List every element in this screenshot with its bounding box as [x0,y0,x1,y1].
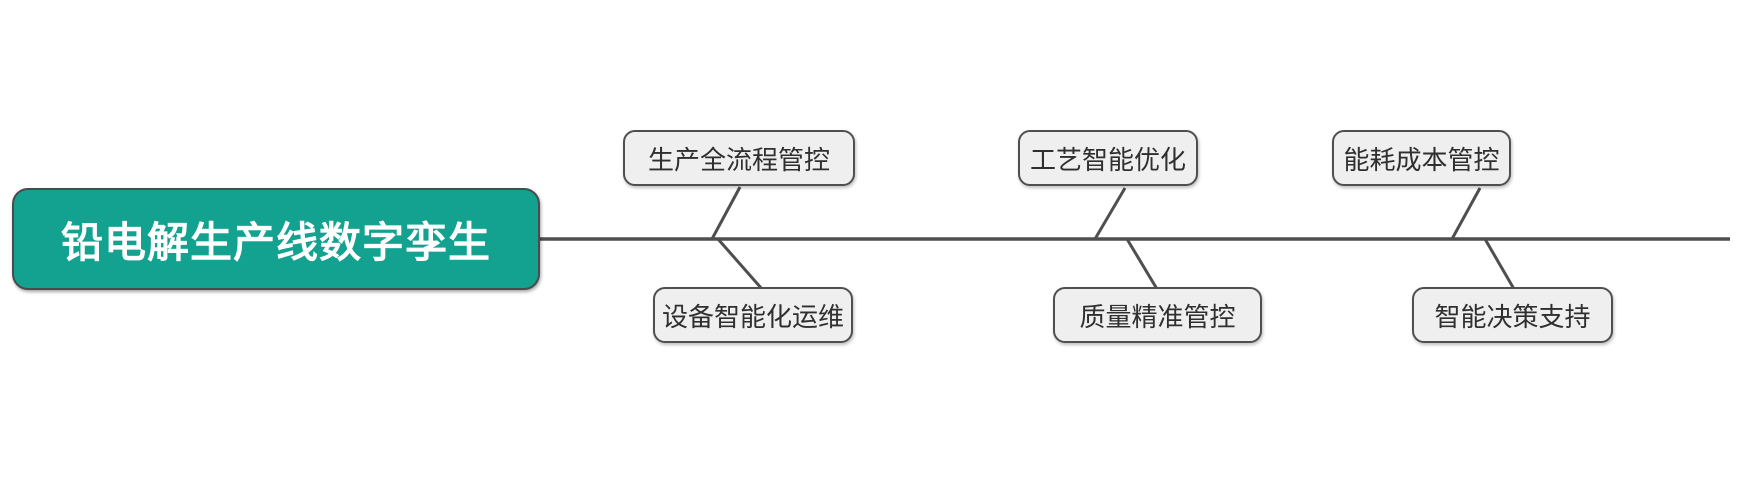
connector-bottom-2 [1125,238,1159,290]
connector-bottom-1 [716,238,764,290]
connector-top-1 [710,186,742,240]
branch-node-label: 生产全流程管控 [647,144,830,175]
branch-node-label: 质量精准管控 [1079,301,1236,332]
branch-node-energy-cost[interactable]: 能耗成本管控 [1332,130,1511,186]
branch-node-production-process[interactable]: 生产全流程管控 [623,130,855,186]
branch-node-decision-support[interactable]: 智能决策支持 [1412,287,1613,343]
connector-top-3 [1450,187,1482,240]
branch-node-label: 能耗成本管控 [1343,144,1500,175]
branch-node-equipment-maintenance[interactable]: 设备智能化运维 [653,287,853,343]
connector-top-2 [1093,187,1127,240]
branch-node-quality-control[interactable]: 质量精准管控 [1053,287,1262,343]
root-node[interactable]: 铅电解生产线数字孪生 [12,188,540,290]
branch-node-label: 工艺智能优化 [1029,144,1186,175]
connector-bottom-3 [1483,238,1516,290]
root-node-label: 铅电解生产线数字孪生 [60,218,491,266]
branch-node-label: 设备智能化运维 [661,301,844,332]
branch-node-label: 智能决策支持 [1434,301,1591,332]
branch-node-process-optimization[interactable]: 工艺智能优化 [1018,130,1198,186]
